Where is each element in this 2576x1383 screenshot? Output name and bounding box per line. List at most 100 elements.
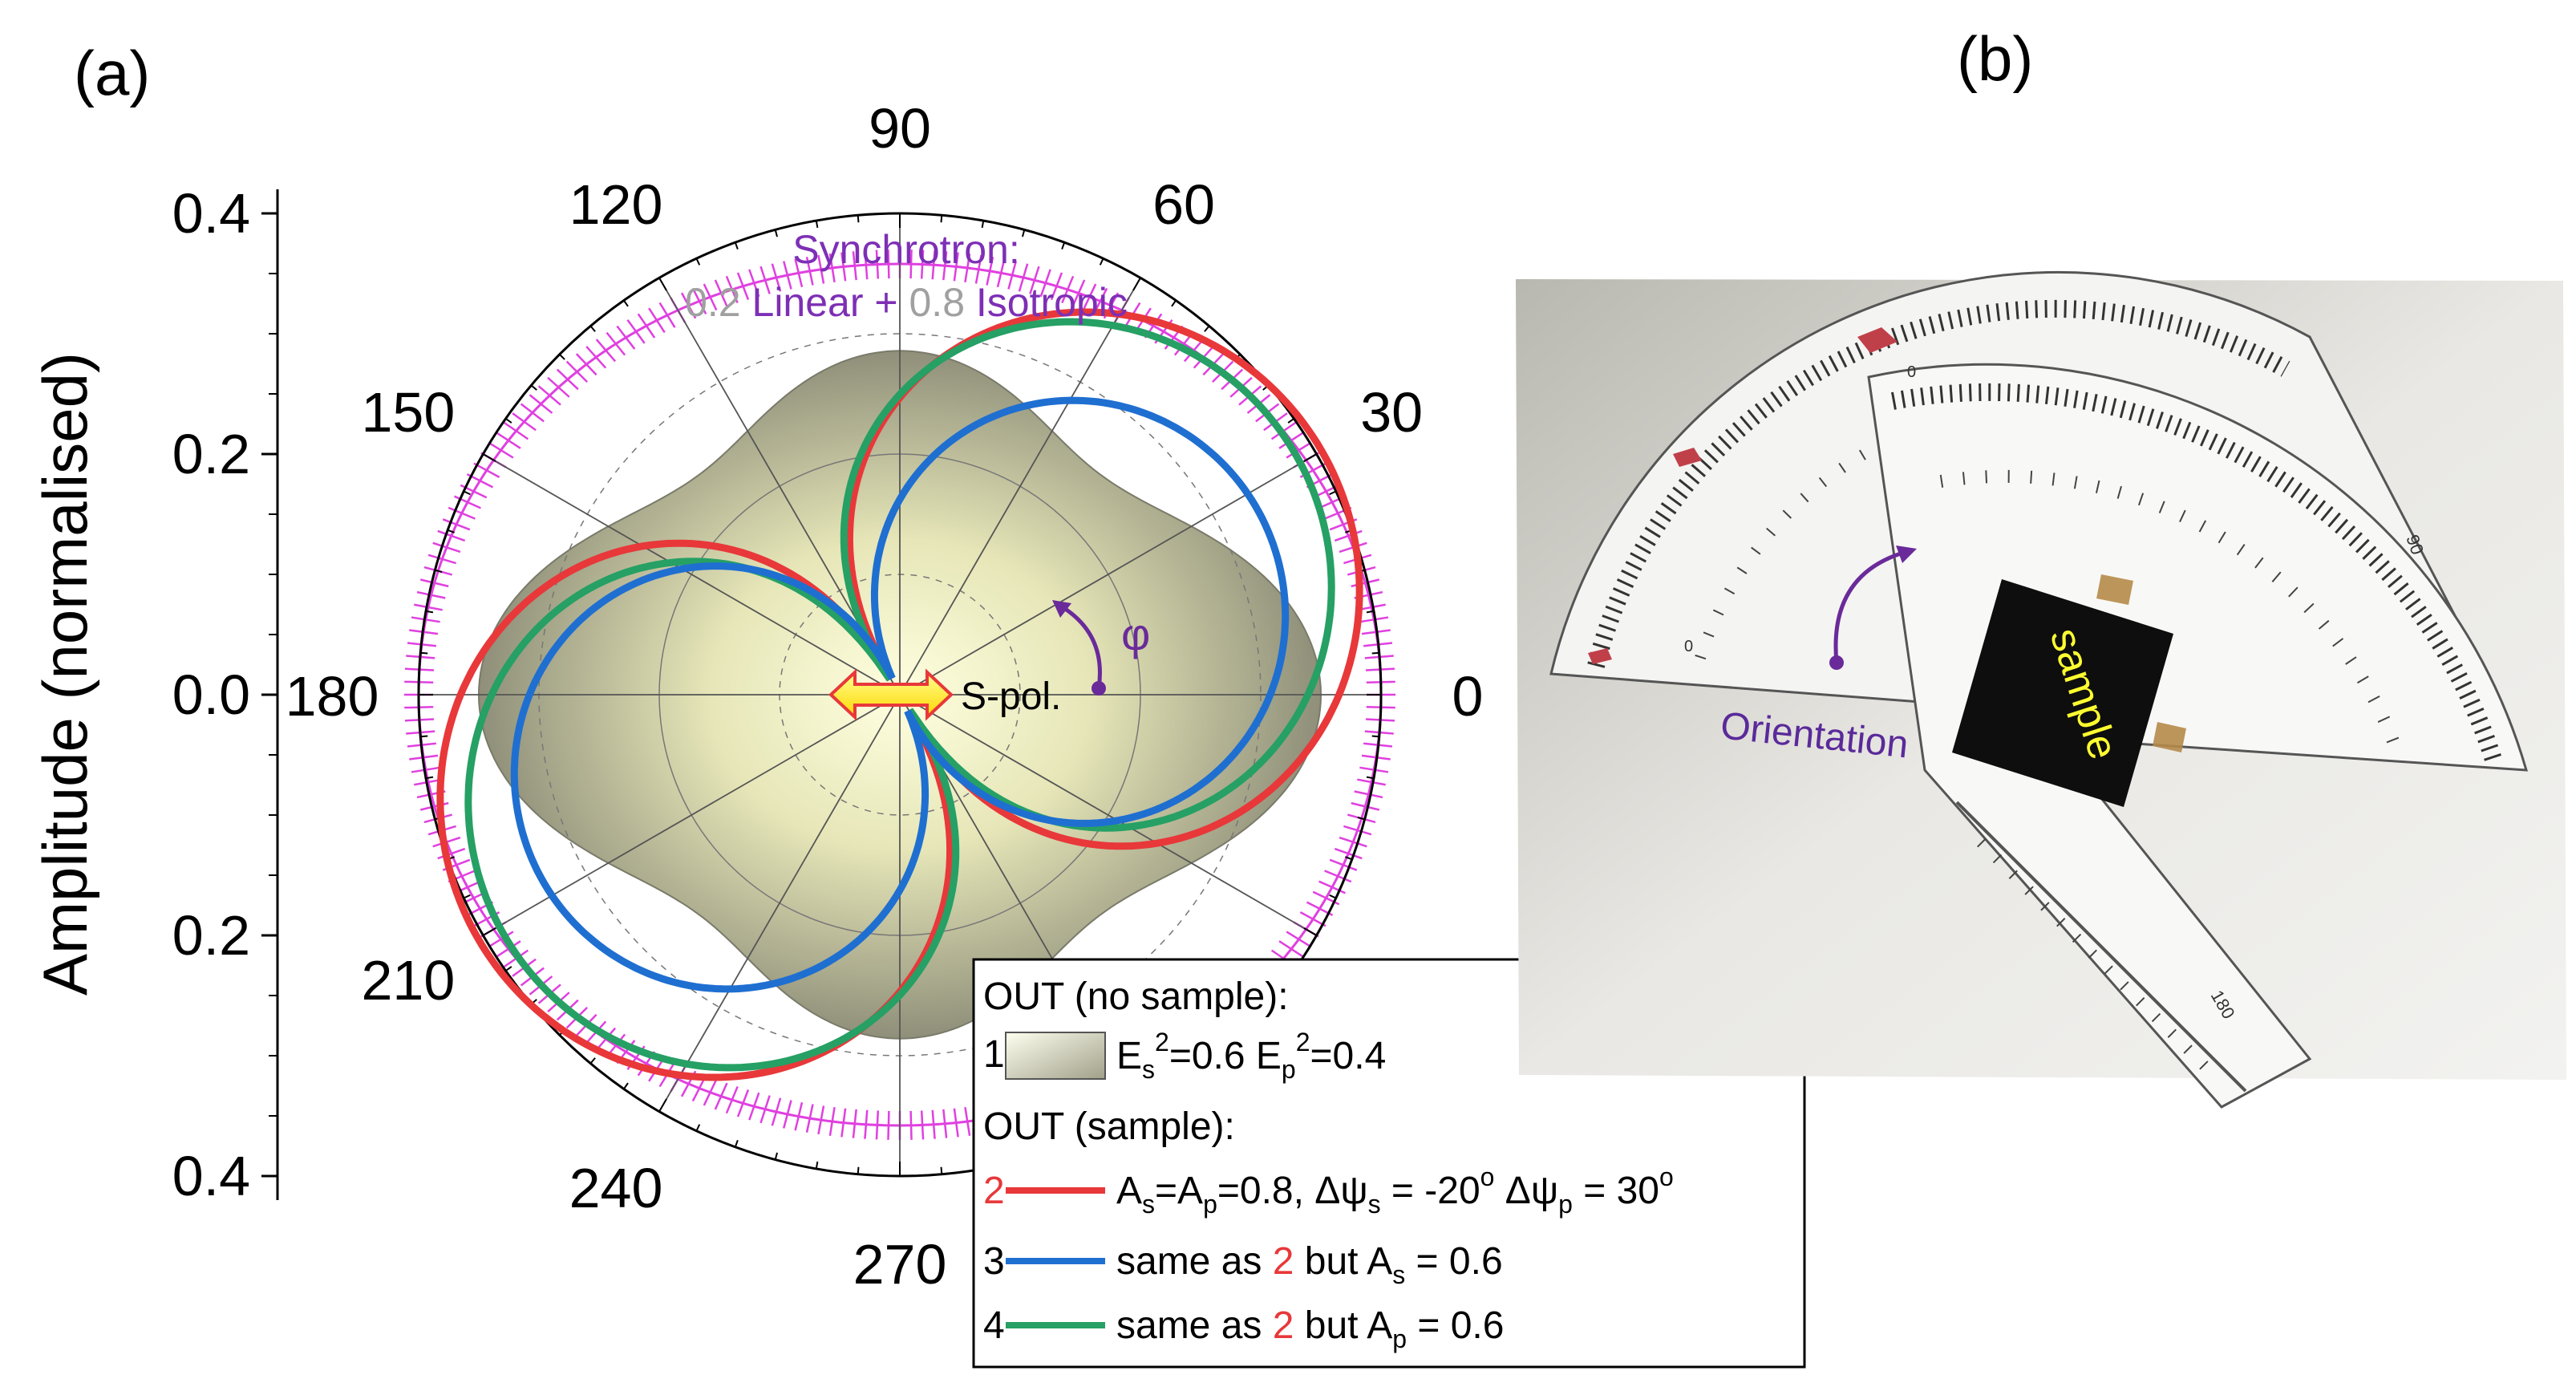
synchrotron-hatch (725, 1085, 739, 1114)
synchrotron-hatch (616, 325, 636, 350)
synchrotron-hatch (794, 1101, 804, 1131)
synchrotron-hatch (411, 766, 440, 773)
tape-mark (1857, 327, 1898, 353)
synchrotron-hatch (488, 441, 514, 459)
angular-tick (504, 418, 512, 424)
synchrotron-hatch (942, 1109, 948, 1138)
protractor-mark-0-back: 0 (1684, 638, 1693, 655)
angular-tick-label-150: 150 (361, 381, 455, 444)
synchrotron-hatch (414, 603, 443, 611)
angular-tick (1287, 418, 1295, 424)
synchrotron-hatch (1359, 766, 1389, 773)
synchrotron-hatch (1039, 269, 1051, 298)
radial-tick-label: 0.0 (172, 663, 250, 726)
angular-tick (1366, 776, 1375, 780)
protractor-front-scale (1890, 383, 2503, 765)
synchrotron-hatch (736, 272, 750, 300)
legend-item-3-number: 3 (983, 1240, 1005, 1283)
synchrotron-hatch (1071, 279, 1086, 307)
synchrotron-hatch (427, 554, 456, 565)
synchrotron-hatch (840, 252, 847, 282)
synchrotron-hatch (909, 249, 913, 279)
grid-spoke (482, 453, 901, 696)
angular-tick (695, 258, 701, 266)
legend-header-no-sample: OUT (no sample): (983, 975, 1289, 1018)
synchrotron-hatch (782, 261, 792, 290)
angular-tick (425, 776, 434, 780)
legend-item-1-number: 1 (983, 1033, 1005, 1076)
legend-item-4-text: same as 2 but Ap = 0.6 (1116, 1304, 1504, 1353)
synchrotron-hatch (556, 368, 579, 391)
angular-tick-label-0: 0 (1452, 665, 1484, 728)
synchrotron-hatch (448, 506, 476, 520)
synchrotron-hatch (1082, 283, 1097, 311)
sample-chip (1952, 579, 2173, 807)
synchrotron-isotropic-text: Isotropic (965, 280, 1128, 325)
synchrotron-hatch (1334, 529, 1363, 542)
radial-tick-label: 0.2 (172, 423, 250, 485)
angular-tick (1329, 490, 1337, 496)
radial-tick-label: 0.2 (172, 904, 250, 967)
synchrotron-hatch (1351, 801, 1380, 811)
synchrotron-hatch (1334, 847, 1363, 860)
synchrotron-hatch (520, 403, 545, 423)
angular-tick (1099, 258, 1104, 266)
angular-tick (463, 894, 471, 899)
protractor-front (1867, 363, 2529, 1109)
synchrotron-hatch (1050, 272, 1063, 300)
polar-grid (417, 212, 1383, 1178)
synchrotron-hatch (537, 385, 561, 406)
angular-tick (623, 299, 629, 307)
angular-tick (1303, 453, 1318, 462)
phi-label: φ (1121, 609, 1150, 659)
synchrotron-hatch (953, 252, 959, 282)
synchrotron-hatch (771, 263, 782, 292)
angular-tick (435, 569, 443, 574)
angular-tick (420, 651, 428, 655)
protractor-edge (1955, 801, 2247, 1093)
angular-tick (504, 966, 512, 971)
angular-tick (482, 927, 496, 936)
synchrotron-hatch (931, 250, 936, 280)
synchrotron-hatch (714, 279, 728, 307)
angular-tick (447, 529, 455, 533)
synchrotron-hatch (974, 254, 982, 284)
synchrotron-hatch (931, 1109, 936, 1139)
synchrotron-hatch (454, 495, 481, 509)
synchrotron-hatch (648, 307, 666, 334)
legend-item-2-number: 2 (983, 1170, 1005, 1212)
synchrotron-hatch (626, 319, 646, 344)
synchrotron-hatch (437, 529, 466, 542)
synchrotron-hatch (817, 254, 825, 284)
synchrotron-hatch (606, 331, 626, 356)
synchrotron-hatch (637, 313, 656, 339)
synchrotron-hatch (1339, 836, 1367, 848)
synchrotron-hatch (1018, 263, 1029, 292)
tape-piece (2153, 722, 2186, 752)
angular-tick-label-270: 270 (853, 1233, 947, 1296)
angular-tick (589, 1057, 596, 1065)
synchrotron-hatch (759, 1095, 771, 1124)
synchrotron-hatch (840, 1108, 847, 1138)
angular-tick (1357, 816, 1365, 821)
radial-tick-label: 0.4 (172, 1145, 250, 1207)
synchrotron-hatch (1329, 858, 1358, 871)
s-pol-arrow-icon (828, 668, 954, 721)
phi-arc (1059, 603, 1102, 689)
angular-tick (1303, 927, 1318, 936)
angular-tick (1345, 856, 1353, 861)
synchrotron-hatch (512, 412, 537, 432)
synchrotron-hatch (419, 578, 449, 588)
angular-tick (815, 1161, 819, 1170)
angular-tick (857, 1166, 860, 1174)
radial-tick-label: 0.4 (172, 182, 250, 245)
synchrotron-hatch (473, 462, 500, 478)
synchrotron-hatch (703, 283, 718, 311)
synchrotron-hatch (1299, 911, 1326, 927)
synchrotron-weight-isotropic: 0.8 (909, 280, 966, 325)
synchrotron-hatch (953, 1108, 959, 1138)
synchrotron-hatch (986, 257, 994, 286)
synchrotron-hatch (875, 249, 880, 279)
synchrotron-hatch (828, 1107, 836, 1136)
